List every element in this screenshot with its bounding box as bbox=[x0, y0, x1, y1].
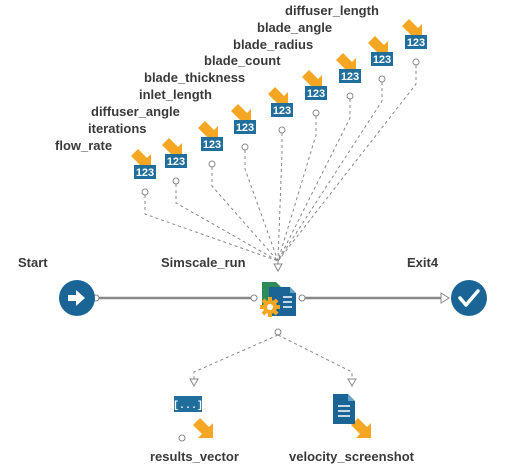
input-label-blade-angle: blade_angle bbox=[257, 20, 333, 35]
exit-node[interactable] bbox=[451, 280, 487, 316]
results-badge-text: [...] bbox=[173, 400, 203, 412]
input-badge-text: 123 bbox=[407, 37, 425, 49]
input-node-blade-count[interactable]: 123 bbox=[302, 70, 327, 117]
output-port[interactable] bbox=[278, 126, 286, 134]
nodes-layer: 123 123 123 123 123 123 123 123 123 [...] bbox=[59, 19, 487, 442]
input-badge-text: 123 bbox=[373, 54, 391, 66]
connections bbox=[96, 65, 450, 388]
connector-blade-angle bbox=[277, 82, 383, 262]
flow-arrowhead bbox=[440, 292, 450, 304]
arrow-icon bbox=[162, 138, 182, 158]
output-port[interactable] bbox=[141, 188, 149, 196]
arrow-icon bbox=[336, 53, 356, 73]
connector-results-vector bbox=[189, 334, 279, 388]
input-label-iterations: iterations bbox=[88, 121, 147, 136]
input-badge-text: 123 bbox=[236, 122, 254, 134]
number-input-icon: 123 bbox=[339, 69, 361, 83]
output-port[interactable] bbox=[346, 92, 354, 100]
arrow-right-icon bbox=[68, 290, 85, 306]
document-icon bbox=[333, 394, 355, 424]
input-badge-text: 123 bbox=[203, 139, 221, 151]
input-node-blade-angle[interactable]: 123 bbox=[368, 36, 393, 83]
input-label-diffuser-angle: diffuser_angle bbox=[91, 104, 180, 119]
number-input-icon: 123 bbox=[234, 120, 256, 134]
input-node-flow-rate[interactable]: 123 bbox=[131, 149, 156, 196]
arrow-icon bbox=[302, 70, 322, 90]
simscale-in-port[interactable] bbox=[250, 294, 258, 302]
exit-node-label: Exit4 bbox=[407, 255, 439, 270]
input-node-diffuser-angle[interactable]: 123 bbox=[198, 121, 223, 168]
input-badge-text: 123 bbox=[167, 156, 185, 168]
input-node-diffuser-length[interactable]: 123 bbox=[402, 19, 427, 66]
number-input-icon: 123 bbox=[201, 137, 223, 151]
output-port[interactable] bbox=[312, 109, 320, 117]
gear-icon bbox=[260, 297, 280, 317]
arrow-icon bbox=[268, 87, 288, 107]
output-node-results-vector[interactable]: [...] bbox=[173, 396, 213, 442]
checkmark-icon bbox=[458, 289, 480, 307]
input-label-inlet-length: inlet_length bbox=[139, 87, 212, 102]
input-label-flow-rate: flow_rate bbox=[55, 138, 113, 153]
output-port[interactable] bbox=[378, 75, 386, 83]
input-badge-text: 123 bbox=[136, 167, 154, 179]
connector-iterations bbox=[175, 184, 279, 262]
simscale-node[interactable] bbox=[260, 282, 296, 317]
input-badge-text: 123 bbox=[273, 105, 291, 117]
number-input-icon: 123 bbox=[165, 154, 187, 168]
vector-icon: [...] bbox=[173, 396, 203, 412]
input-label-blade-thickness: blade_thickness bbox=[144, 70, 246, 85]
connector-velocity-screenshot bbox=[277, 334, 357, 388]
input-badge-text: 123 bbox=[307, 88, 325, 100]
number-input-icon: 123 bbox=[305, 86, 327, 100]
input-label-diffuser-length: diffuser_length bbox=[285, 3, 379, 18]
number-input-icon: 123 bbox=[405, 35, 427, 49]
input-badge-text: 123 bbox=[341, 71, 359, 83]
arrow-icon bbox=[193, 418, 213, 438]
input-node-blade-radius[interactable]: 123 bbox=[336, 53, 361, 100]
input-label-blade-radius: blade_radius bbox=[233, 37, 314, 52]
output-label-results-vector: results_vector bbox=[150, 449, 239, 464]
input-node-inlet-length[interactable]: 123 bbox=[231, 104, 256, 151]
output-port[interactable] bbox=[241, 143, 249, 151]
start-node[interactable] bbox=[59, 280, 95, 316]
connector-inlet-length bbox=[244, 150, 279, 262]
input-node-blade-thickness[interactable]: 123 bbox=[268, 87, 293, 134]
simscale-port[interactable] bbox=[298, 294, 306, 302]
connector-diffuser-angle bbox=[211, 167, 279, 262]
start-node-label: Start bbox=[18, 255, 48, 270]
connector-blade-radius bbox=[277, 99, 351, 262]
input-label-blade-count: blade_count bbox=[204, 53, 281, 68]
simscale-output-port[interactable] bbox=[274, 328, 282, 336]
number-input-icon: 123 bbox=[134, 165, 156, 179]
arrow-icon bbox=[231, 104, 251, 124]
connector-diffuser-length bbox=[277, 65, 417, 262]
number-input-icon: 123 bbox=[371, 52, 393, 66]
arrow-icon bbox=[368, 36, 388, 56]
output-port[interactable] bbox=[172, 177, 180, 185]
number-input-icon: 123 bbox=[271, 103, 293, 117]
output-label-velocity-screenshot: velocity_screenshot bbox=[289, 449, 415, 464]
input-port[interactable] bbox=[178, 434, 186, 442]
arrow-icon bbox=[351, 418, 371, 438]
simscale-node-label: Simscale_run bbox=[161, 255, 246, 270]
connector-blade-thickness bbox=[277, 133, 283, 262]
output-node-velocity-screenshot[interactable] bbox=[333, 394, 371, 438]
arrow-icon bbox=[402, 19, 422, 39]
input-node-iterations[interactable]: 123 bbox=[162, 138, 187, 185]
connector-blade-count bbox=[277, 116, 317, 262]
document-gear-icon bbox=[260, 282, 296, 317]
output-port[interactable] bbox=[412, 58, 420, 66]
arrow-icon bbox=[198, 121, 218, 141]
arrow-icon bbox=[131, 149, 151, 169]
exit-circle bbox=[451, 280, 487, 316]
connector-flow-rate bbox=[144, 195, 279, 262]
output-port[interactable] bbox=[208, 160, 216, 168]
